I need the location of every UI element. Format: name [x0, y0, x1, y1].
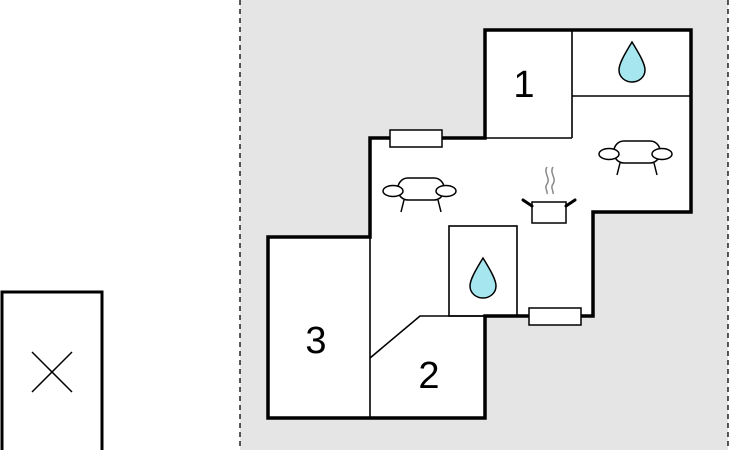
- kitchen-pot-icon: [521, 166, 577, 224]
- room-2-label: 2: [418, 355, 439, 397]
- sofa-icon: [598, 140, 673, 176]
- closed-x-icon: [31, 351, 73, 393]
- window-icon: [528, 307, 582, 326]
- room-3-label: 3: [305, 320, 326, 362]
- water-drop-icon: [469, 256, 497, 299]
- sofa-icon: [382, 177, 457, 213]
- window-icon: [389, 129, 443, 148]
- interior-walls: [369, 30, 691, 418]
- outbuilding: [0, 290, 104, 450]
- house-outline: [266, 28, 693, 420]
- room-1-label: 1: [513, 64, 534, 106]
- water-drop-icon: [618, 40, 646, 83]
